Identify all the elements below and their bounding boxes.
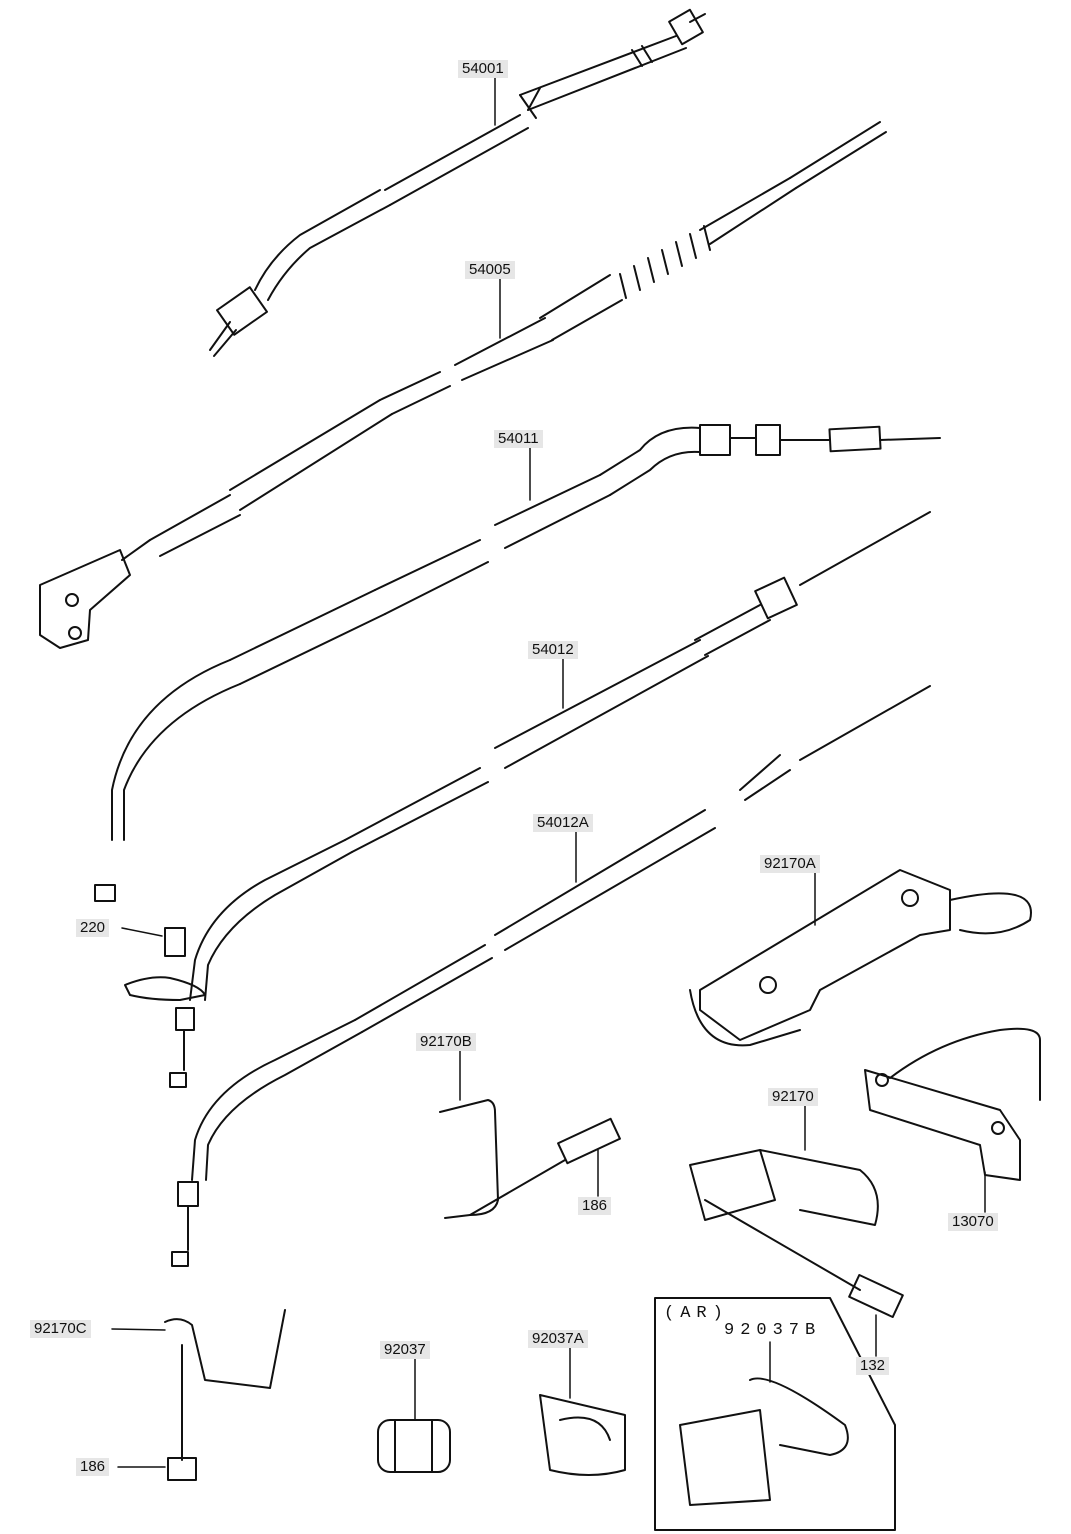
clip-92037A (539, 1394, 626, 1476)
part-label-92170A: 92170A (760, 855, 820, 873)
leader-lines (111, 76, 986, 1468)
clip-92037 (377, 1419, 451, 1473)
part-label-54012: 54012 (528, 641, 578, 659)
bracket-92170A (689, 869, 1032, 1047)
cable-54001 (209, 8, 706, 357)
clamp-92170C (164, 1309, 286, 1481)
part-label-186-upper: 186 (578, 1197, 612, 1215)
part-label-92170C: 92170C (30, 1320, 91, 1338)
cable-54005 (39, 121, 887, 649)
part-label-132: 132 (856, 1357, 890, 1375)
part-label-54001: 54001 (458, 60, 508, 78)
cable-54012 (124, 511, 931, 1088)
cable-54012A (171, 685, 931, 1267)
region-label-ar: (AR) (664, 1304, 729, 1323)
plate-13070 (864, 1027, 1041, 1181)
part-label-54005: 54005 (465, 261, 515, 279)
clamp-92170B (439, 1099, 621, 1219)
part-label-92170: 92170 (768, 1088, 818, 1106)
ar-inset-box (654, 1297, 896, 1531)
part-label-54011: 54011 (494, 430, 543, 448)
part-label-13070: 13070 (948, 1213, 998, 1231)
part-label-92037B: 92037B (724, 1321, 822, 1340)
part-label-92170B: 92170B (416, 1033, 476, 1051)
cable-54011 (94, 424, 941, 902)
clamp-92170 (689, 1149, 904, 1319)
part-label-186-lower: 186 (76, 1458, 110, 1476)
part-label-92037: 92037 (380, 1341, 430, 1359)
part-label-54012A: 54012A (533, 814, 593, 832)
part-label-220: 220 (76, 919, 110, 937)
part-label-92037A: 92037A (528, 1330, 588, 1348)
